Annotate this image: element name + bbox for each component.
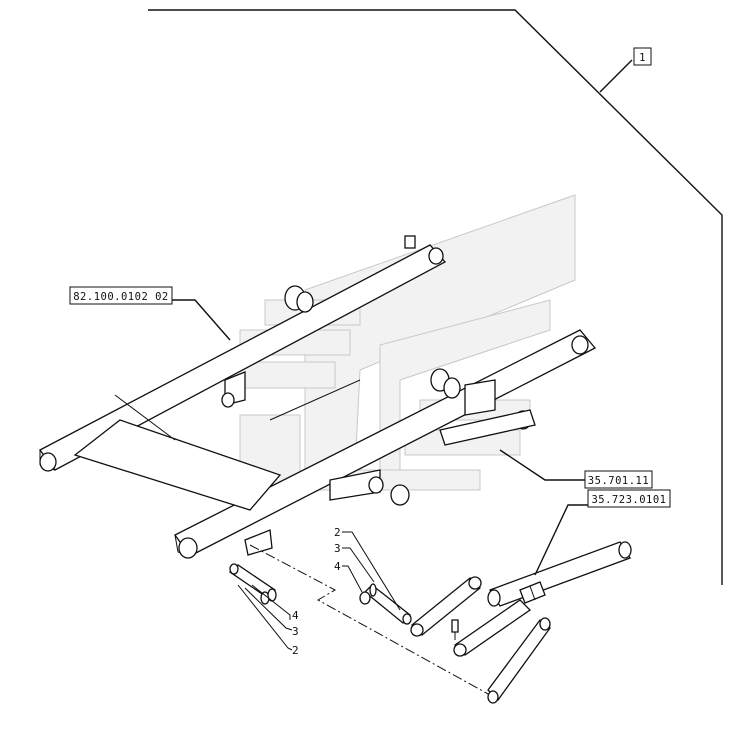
ref-box-group: 1 <box>633 47 652 66</box>
left-pin-callouts: 4 3 2 <box>292 609 299 657</box>
upper-beam <box>39 235 447 472</box>
callout-center-2: 3 <box>334 542 341 555</box>
callout-center-3: 4 <box>334 560 341 573</box>
hydraulic-cylinder <box>487 541 632 607</box>
left-pin-group <box>228 563 293 651</box>
ref-cylinder-b-label: 35.723.0101 <box>591 494 666 506</box>
group-bracket <box>148 9 723 585</box>
callout-left-3: 2 <box>292 644 299 657</box>
ref-group-label: 1 <box>639 52 646 64</box>
callout-center-1: 2 <box>334 526 341 539</box>
callout-left-2: 3 <box>292 625 299 638</box>
center-pin-group <box>342 531 412 625</box>
ref-cylinder-a-label: 35.701.11 <box>588 475 649 487</box>
callout-left-1: 4 <box>292 609 299 622</box>
pivot-brackets <box>221 285 536 556</box>
center-pin-callouts: 2 3 4 <box>334 526 341 573</box>
cross-member <box>73 371 381 511</box>
link-arms <box>410 576 551 704</box>
ref-box-frame: 82.100.0102 02 <box>69 286 173 305</box>
leader-lines <box>172 299 588 576</box>
ref-box-cylinder-a: 35.701.11 <box>584 470 653 489</box>
ref-box-cylinder-b: 35.723.0101 <box>587 489 671 508</box>
ref-frame-label: 82.100.0102 02 <box>73 291 169 303</box>
